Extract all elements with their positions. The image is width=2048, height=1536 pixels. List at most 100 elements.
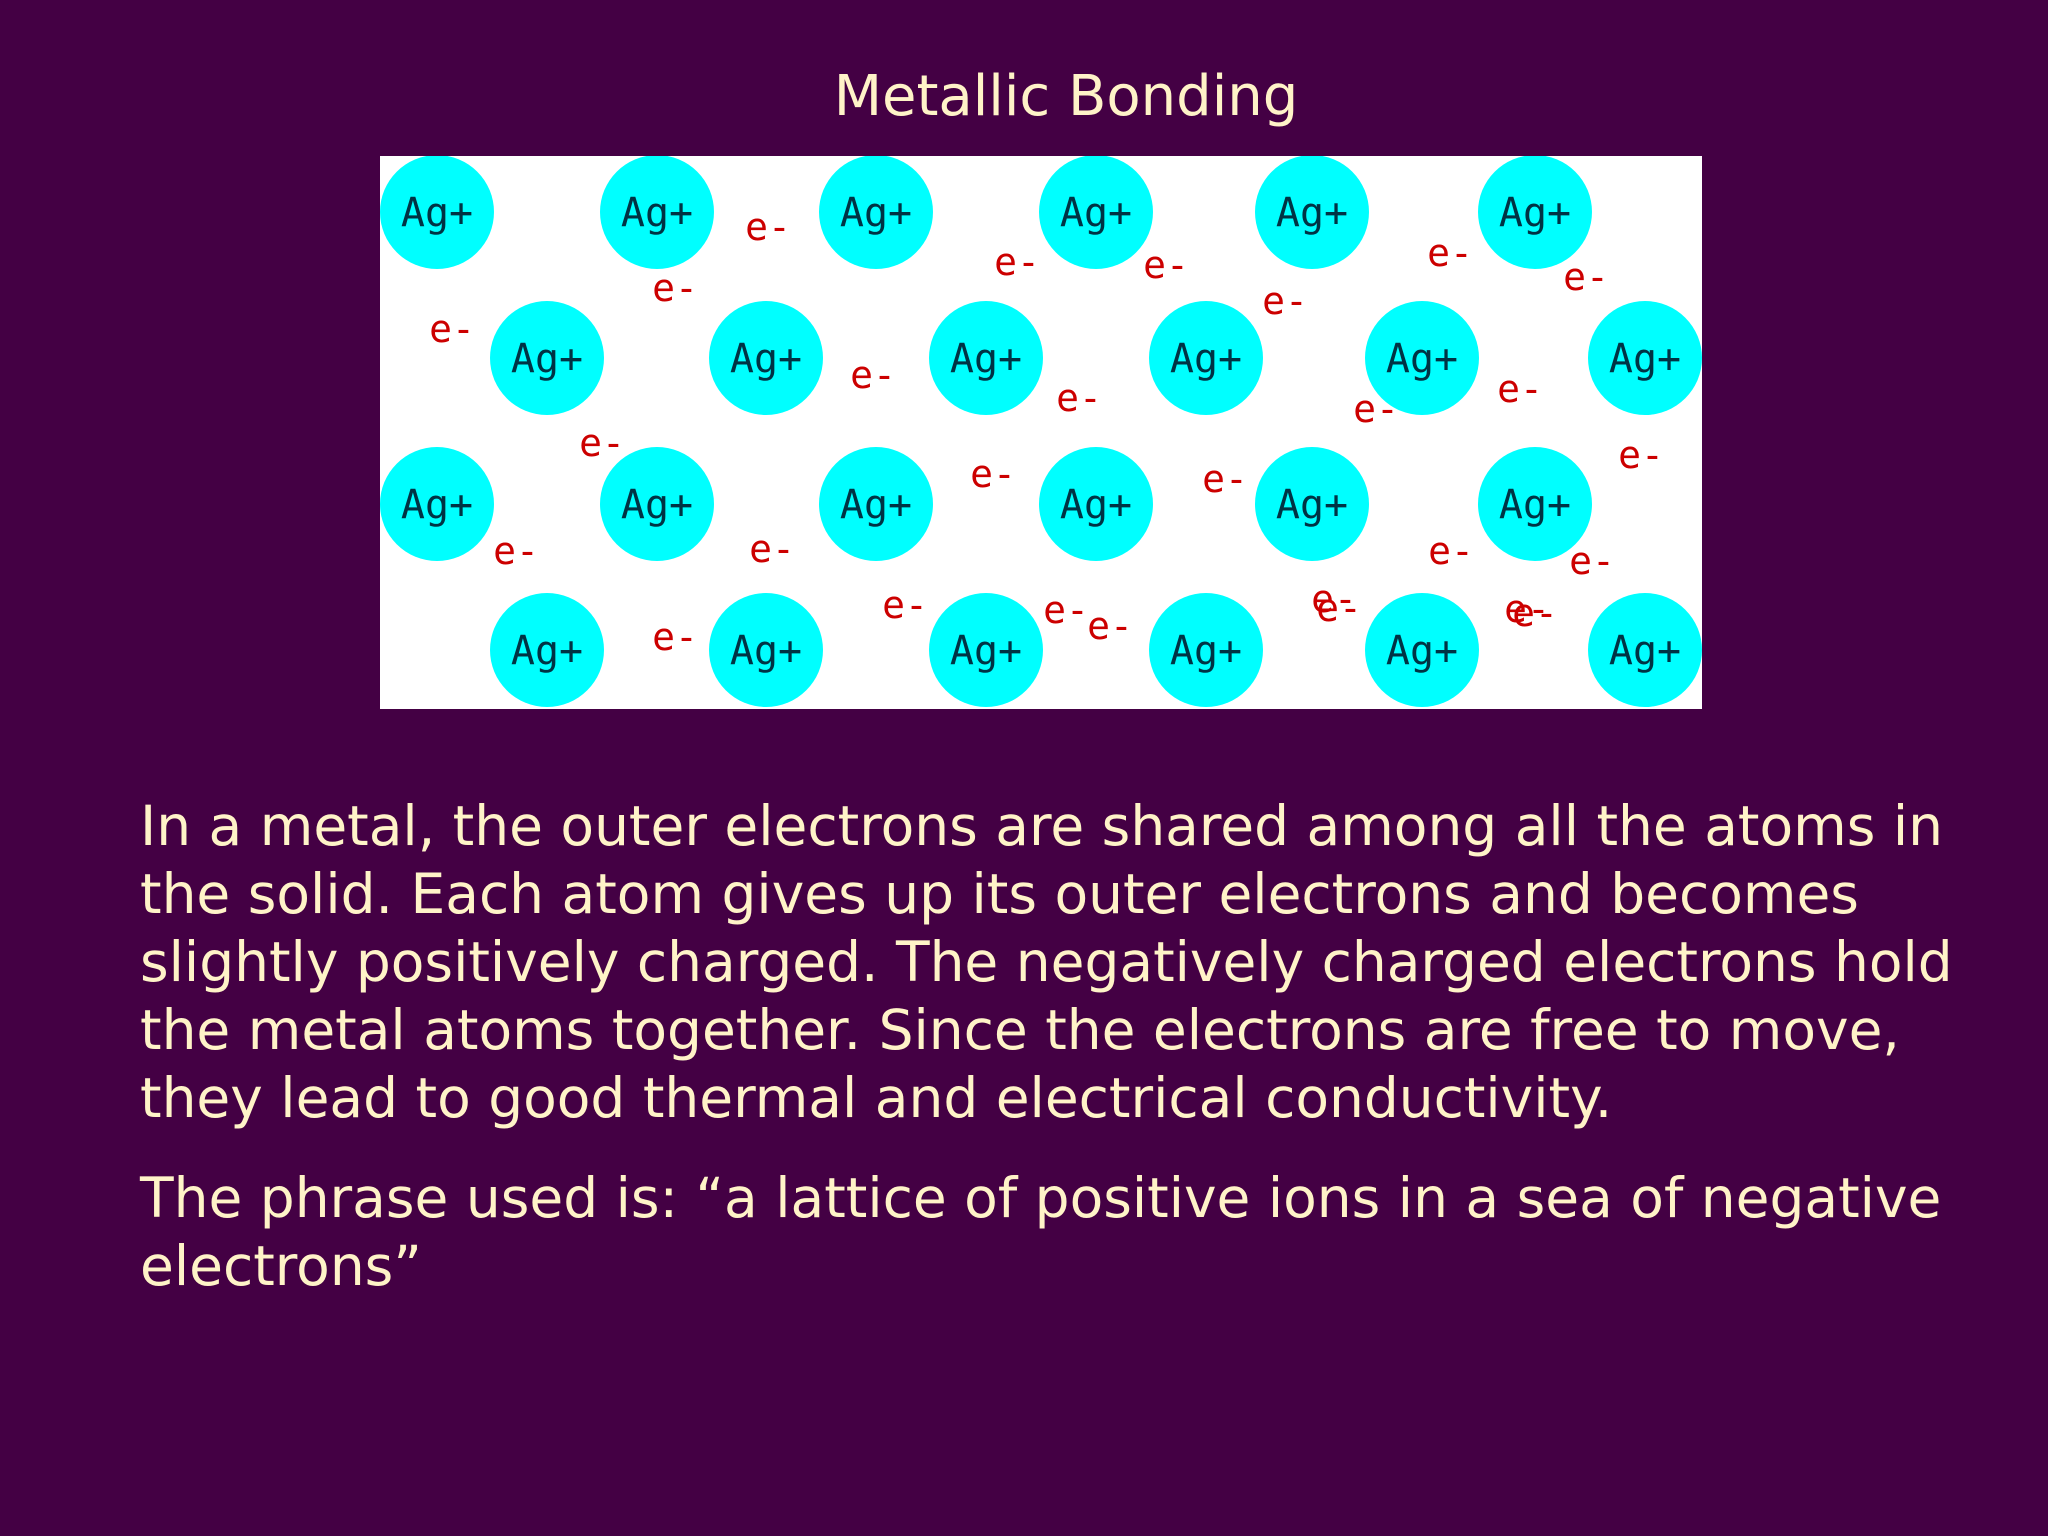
electron: e- bbox=[652, 615, 698, 659]
ion-sphere bbox=[1365, 301, 1479, 415]
electron: e- bbox=[994, 240, 1040, 284]
ion-label: Ag+ bbox=[511, 336, 583, 382]
electron: e- bbox=[1512, 591, 1558, 635]
ion-sphere bbox=[1255, 447, 1369, 561]
electron: e- bbox=[1056, 376, 1102, 420]
silver-ion: Ag+ bbox=[709, 301, 823, 415]
ion-label: Ag+ bbox=[1386, 336, 1458, 382]
electron: e- bbox=[1563, 255, 1609, 299]
electron: e- bbox=[745, 205, 791, 249]
ion-label: Ag+ bbox=[1276, 190, 1348, 236]
silver-ion: Ag+ bbox=[929, 593, 1043, 707]
ion-sphere bbox=[1039, 156, 1153, 269]
ion-sphere bbox=[1478, 156, 1592, 269]
silver-ion: Ag+ bbox=[1255, 156, 1369, 269]
ion-sphere bbox=[490, 301, 604, 415]
ion-sphere bbox=[380, 447, 494, 561]
ion-lattice-graphic: Ag+ Ag+ Ag+ Ag+ Ag+ Ag+ Ag+ Ag+ Ag+ Ag+ Ag+ Ag+ Ag+ A… bbox=[380, 156, 1702, 707]
ion-label: Ag+ bbox=[1170, 628, 1242, 674]
silver-ion: Ag+ bbox=[819, 156, 933, 269]
silver-ion: Ag+ bbox=[1588, 593, 1702, 707]
ion-label: Ag+ bbox=[401, 190, 473, 236]
silver-ion: Ag+ bbox=[1255, 447, 1369, 561]
ion-sphere bbox=[819, 156, 933, 269]
ion-sphere bbox=[600, 447, 714, 561]
ion-label: Ag+ bbox=[1499, 482, 1571, 528]
ion-label: Ag+ bbox=[730, 336, 802, 382]
silver-ion: Ag+ bbox=[929, 301, 1043, 415]
ion-label: Ag+ bbox=[1386, 628, 1458, 674]
electron: e- bbox=[429, 307, 475, 351]
ion-sphere bbox=[600, 156, 714, 269]
silver-ion: Ag+ bbox=[1365, 593, 1479, 707]
ion-sphere bbox=[1149, 301, 1263, 415]
silver-ion: Ag+ bbox=[1039, 447, 1153, 561]
silver-ion: Ag+ bbox=[1588, 301, 1702, 415]
silver-ion: Ag+ bbox=[1365, 301, 1479, 415]
silver-ion: Ag+ bbox=[1478, 447, 1592, 561]
ion-label: Ag+ bbox=[401, 482, 473, 528]
electron: e- bbox=[970, 452, 1016, 496]
electron: e- bbox=[1316, 586, 1362, 630]
ion-label: Ag+ bbox=[950, 336, 1022, 382]
silver-ion: Ag+ bbox=[380, 447, 494, 561]
electron: e- bbox=[1143, 243, 1189, 287]
ion-sphere bbox=[490, 593, 604, 707]
electron: e- bbox=[1504, 587, 1550, 631]
electron: e- bbox=[493, 529, 539, 573]
electron: e- bbox=[749, 527, 795, 571]
ion-sphere bbox=[1478, 447, 1592, 561]
silver-ion: Ag+ bbox=[600, 156, 714, 269]
ion-sphere bbox=[709, 593, 823, 707]
ion-sphere bbox=[1255, 156, 1369, 269]
ion-sphere bbox=[709, 301, 823, 415]
ion-sphere bbox=[1039, 447, 1153, 561]
ion-label: Ag+ bbox=[621, 482, 693, 528]
silver-ion: Ag+ bbox=[819, 447, 933, 561]
ion-label: Ag+ bbox=[730, 628, 802, 674]
electron: e- bbox=[882, 583, 928, 627]
electron: e- bbox=[1427, 231, 1473, 275]
electron: e- bbox=[850, 353, 896, 397]
silver-ion: Ag+ bbox=[1478, 156, 1592, 269]
explanation-paragraph: In a metal, the outer electrons are shar… bbox=[140, 794, 1953, 1130]
ion-label: Ag+ bbox=[1609, 336, 1681, 382]
electron: e- bbox=[1618, 433, 1664, 477]
slide-title: Metallic Bonding bbox=[833, 64, 1299, 129]
silver-ion: Ag+ bbox=[490, 301, 604, 415]
ion-sphere bbox=[1365, 593, 1479, 707]
ion-label: Ag+ bbox=[1170, 336, 1242, 382]
ion-label: Ag+ bbox=[1609, 628, 1681, 674]
electron: e- bbox=[652, 266, 698, 310]
silver-ion: Ag+ bbox=[1149, 593, 1263, 707]
silver-ion: Ag+ bbox=[1039, 156, 1153, 269]
ion-sphere bbox=[929, 593, 1043, 707]
ion-label: Ag+ bbox=[1276, 482, 1348, 528]
ion-sphere bbox=[819, 447, 933, 561]
electron: e- bbox=[1311, 577, 1357, 621]
ion-label: Ag+ bbox=[950, 628, 1022, 674]
silver-ion: Ag+ bbox=[490, 593, 604, 707]
electron: e- bbox=[1202, 457, 1248, 501]
electron: e- bbox=[1262, 279, 1308, 323]
ion-label: Ag+ bbox=[511, 628, 583, 674]
electron: e- bbox=[1497, 367, 1543, 411]
electron: e- bbox=[579, 421, 625, 465]
ion-sphere bbox=[1588, 301, 1702, 415]
metallic-bonding-diagram: Ag+ Ag+ Ag+ Ag+ Ag+ Ag+ Ag+ Ag+ Ag+ Ag+ Ag+ Ag+ Ag+ A… bbox=[380, 156, 1702, 709]
ion-sphere bbox=[1149, 593, 1263, 707]
silver-ion: Ag+ bbox=[709, 593, 823, 707]
electron: e- bbox=[1569, 539, 1615, 583]
ion-label: Ag+ bbox=[1060, 190, 1132, 236]
slide-body: In a metal, the outer electrons are shar… bbox=[140, 792, 1970, 1300]
electron: e- bbox=[1428, 529, 1474, 573]
electron: e- bbox=[1353, 387, 1399, 431]
silver-ion: Ag+ bbox=[1149, 301, 1263, 415]
electron: e- bbox=[1043, 588, 1089, 632]
silver-ion: Ag+ bbox=[600, 447, 714, 561]
ion-sphere bbox=[380, 156, 494, 269]
ion-label: Ag+ bbox=[840, 190, 912, 236]
ion-sphere bbox=[1588, 593, 1702, 707]
ion-label: Ag+ bbox=[621, 190, 693, 236]
silver-ion: Ag+ bbox=[380, 156, 494, 269]
